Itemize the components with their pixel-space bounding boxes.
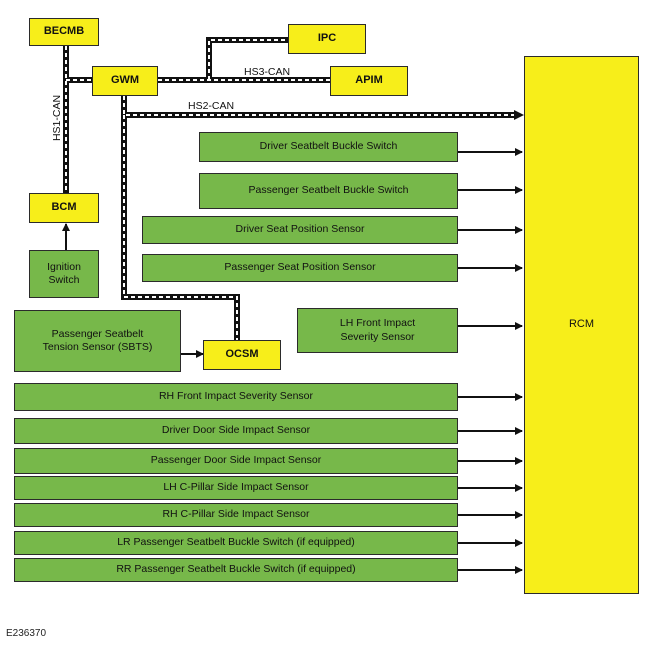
hs2-can-arrowhead (514, 110, 524, 120)
rcm-module: RCM (524, 56, 639, 594)
bcm-module: BCM (29, 193, 99, 223)
sensor-rh-c-pillar-side-impact: RH C-Pillar Side Impact Sensor (14, 503, 458, 527)
sensor-passenger-seat-position: Passenger Seat Position Sensor (142, 254, 458, 282)
signal-arrows (62, 148, 523, 574)
ocsm-module: OCSM (203, 340, 281, 370)
sensor-rh-front-impact-severity: RH Front Impact Severity Sensor (14, 383, 458, 411)
becmb-module: BECMB (29, 18, 99, 46)
ignition-switch: Ignition Switch (29, 250, 99, 298)
sensor-driver-seat-position: Driver Seat Position Sensor (142, 216, 458, 244)
sensor-lr-passenger-seatbelt-buckle: LR Passenger Seatbelt Buckle Switch (if … (14, 531, 458, 555)
sensor-rr-passenger-seatbelt-buckle: RR Passenger Seatbelt Buckle Switch (if … (14, 558, 458, 582)
lh-front-impact-sensor: LH Front Impact Severity Sensor (297, 308, 458, 353)
figure-code: E236370 (6, 628, 47, 639)
hs1-can-label: HS1-CAN (51, 94, 63, 142)
sensor-passenger-seatbelt-buckle-switch: Passenger Seatbelt Buckle Switch (199, 173, 458, 209)
sbts-sensor: Passenger Seatbelt Tension Sensor (SBTS) (14, 310, 181, 372)
hs2-can-label: HS2-CAN (188, 100, 235, 112)
can-bus-lines (63, 37, 524, 340)
sensor-lh-c-pillar-side-impact: LH C-Pillar Side Impact Sensor (14, 476, 458, 500)
hs1-can-line (63, 46, 92, 193)
ipc-module: IPC (288, 24, 366, 54)
sensor-driver-seatbelt-buckle-switch: Driver Seatbelt Buckle Switch (199, 132, 458, 162)
hs3-can-label: HS3-CAN (244, 66, 291, 78)
sensor-driver-door-side-impact: Driver Door Side Impact Sensor (14, 418, 458, 444)
sensor-passenger-door-side-impact: Passenger Door Side Impact Sensor (14, 448, 458, 474)
apim-module: APIM (330, 66, 408, 96)
gwm-module: GWM (92, 66, 158, 96)
